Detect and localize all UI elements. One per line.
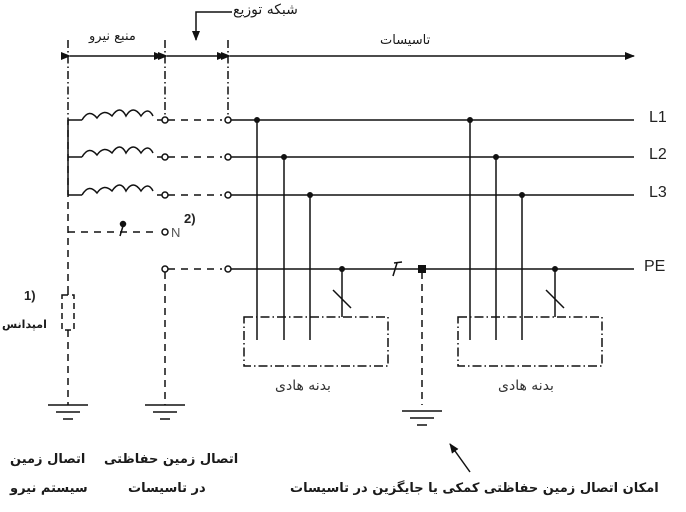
label-conductive-body-left: بدنه هادی xyxy=(275,378,331,394)
caption-system-earth-2: سیستم نیرو xyxy=(10,481,88,496)
load-taps-left xyxy=(256,120,352,340)
label-L1: L1 xyxy=(649,109,667,126)
label-distribution-network: شبکه توزیع xyxy=(233,2,298,18)
earth-symbol-system xyxy=(48,404,88,420)
terminals xyxy=(68,116,232,405)
caption-protective-earth-1: اتصال زمین حفاظتی xyxy=(104,452,239,467)
earth-symbol-aux xyxy=(402,410,442,426)
conductive-body-right xyxy=(457,316,603,367)
label-PE: PE xyxy=(644,258,666,275)
aux-earth-pointer xyxy=(449,443,471,473)
conductive-body-left xyxy=(243,316,389,367)
label-installations: تاسیسات xyxy=(380,33,431,48)
note-1: 1) xyxy=(24,288,36,303)
caption-protective-earth-2: در تاسیسات xyxy=(128,481,206,496)
caption-aux-earth: امکان اتصال زمین حفاظتی کمکی یا جایگزین … xyxy=(290,481,659,496)
label-conductive-body-right: بدنه هادی xyxy=(498,378,554,394)
caption-system-earth-1: اتصال زمین xyxy=(10,452,86,467)
load-taps-right xyxy=(469,120,565,340)
distribution-pointer xyxy=(192,11,232,41)
transformer-coils xyxy=(67,109,154,196)
impedance-symbol xyxy=(61,290,75,405)
label-power-source: منبع نیرو xyxy=(89,29,136,44)
label-L3: L3 xyxy=(649,184,667,201)
label-L2: L2 xyxy=(649,146,667,163)
junction-dots xyxy=(254,117,558,273)
note-2: 2) xyxy=(184,211,196,226)
label-N: N xyxy=(171,225,181,240)
earth-symbol-protective xyxy=(145,404,185,420)
label-impedance: امپدانس xyxy=(2,318,47,331)
